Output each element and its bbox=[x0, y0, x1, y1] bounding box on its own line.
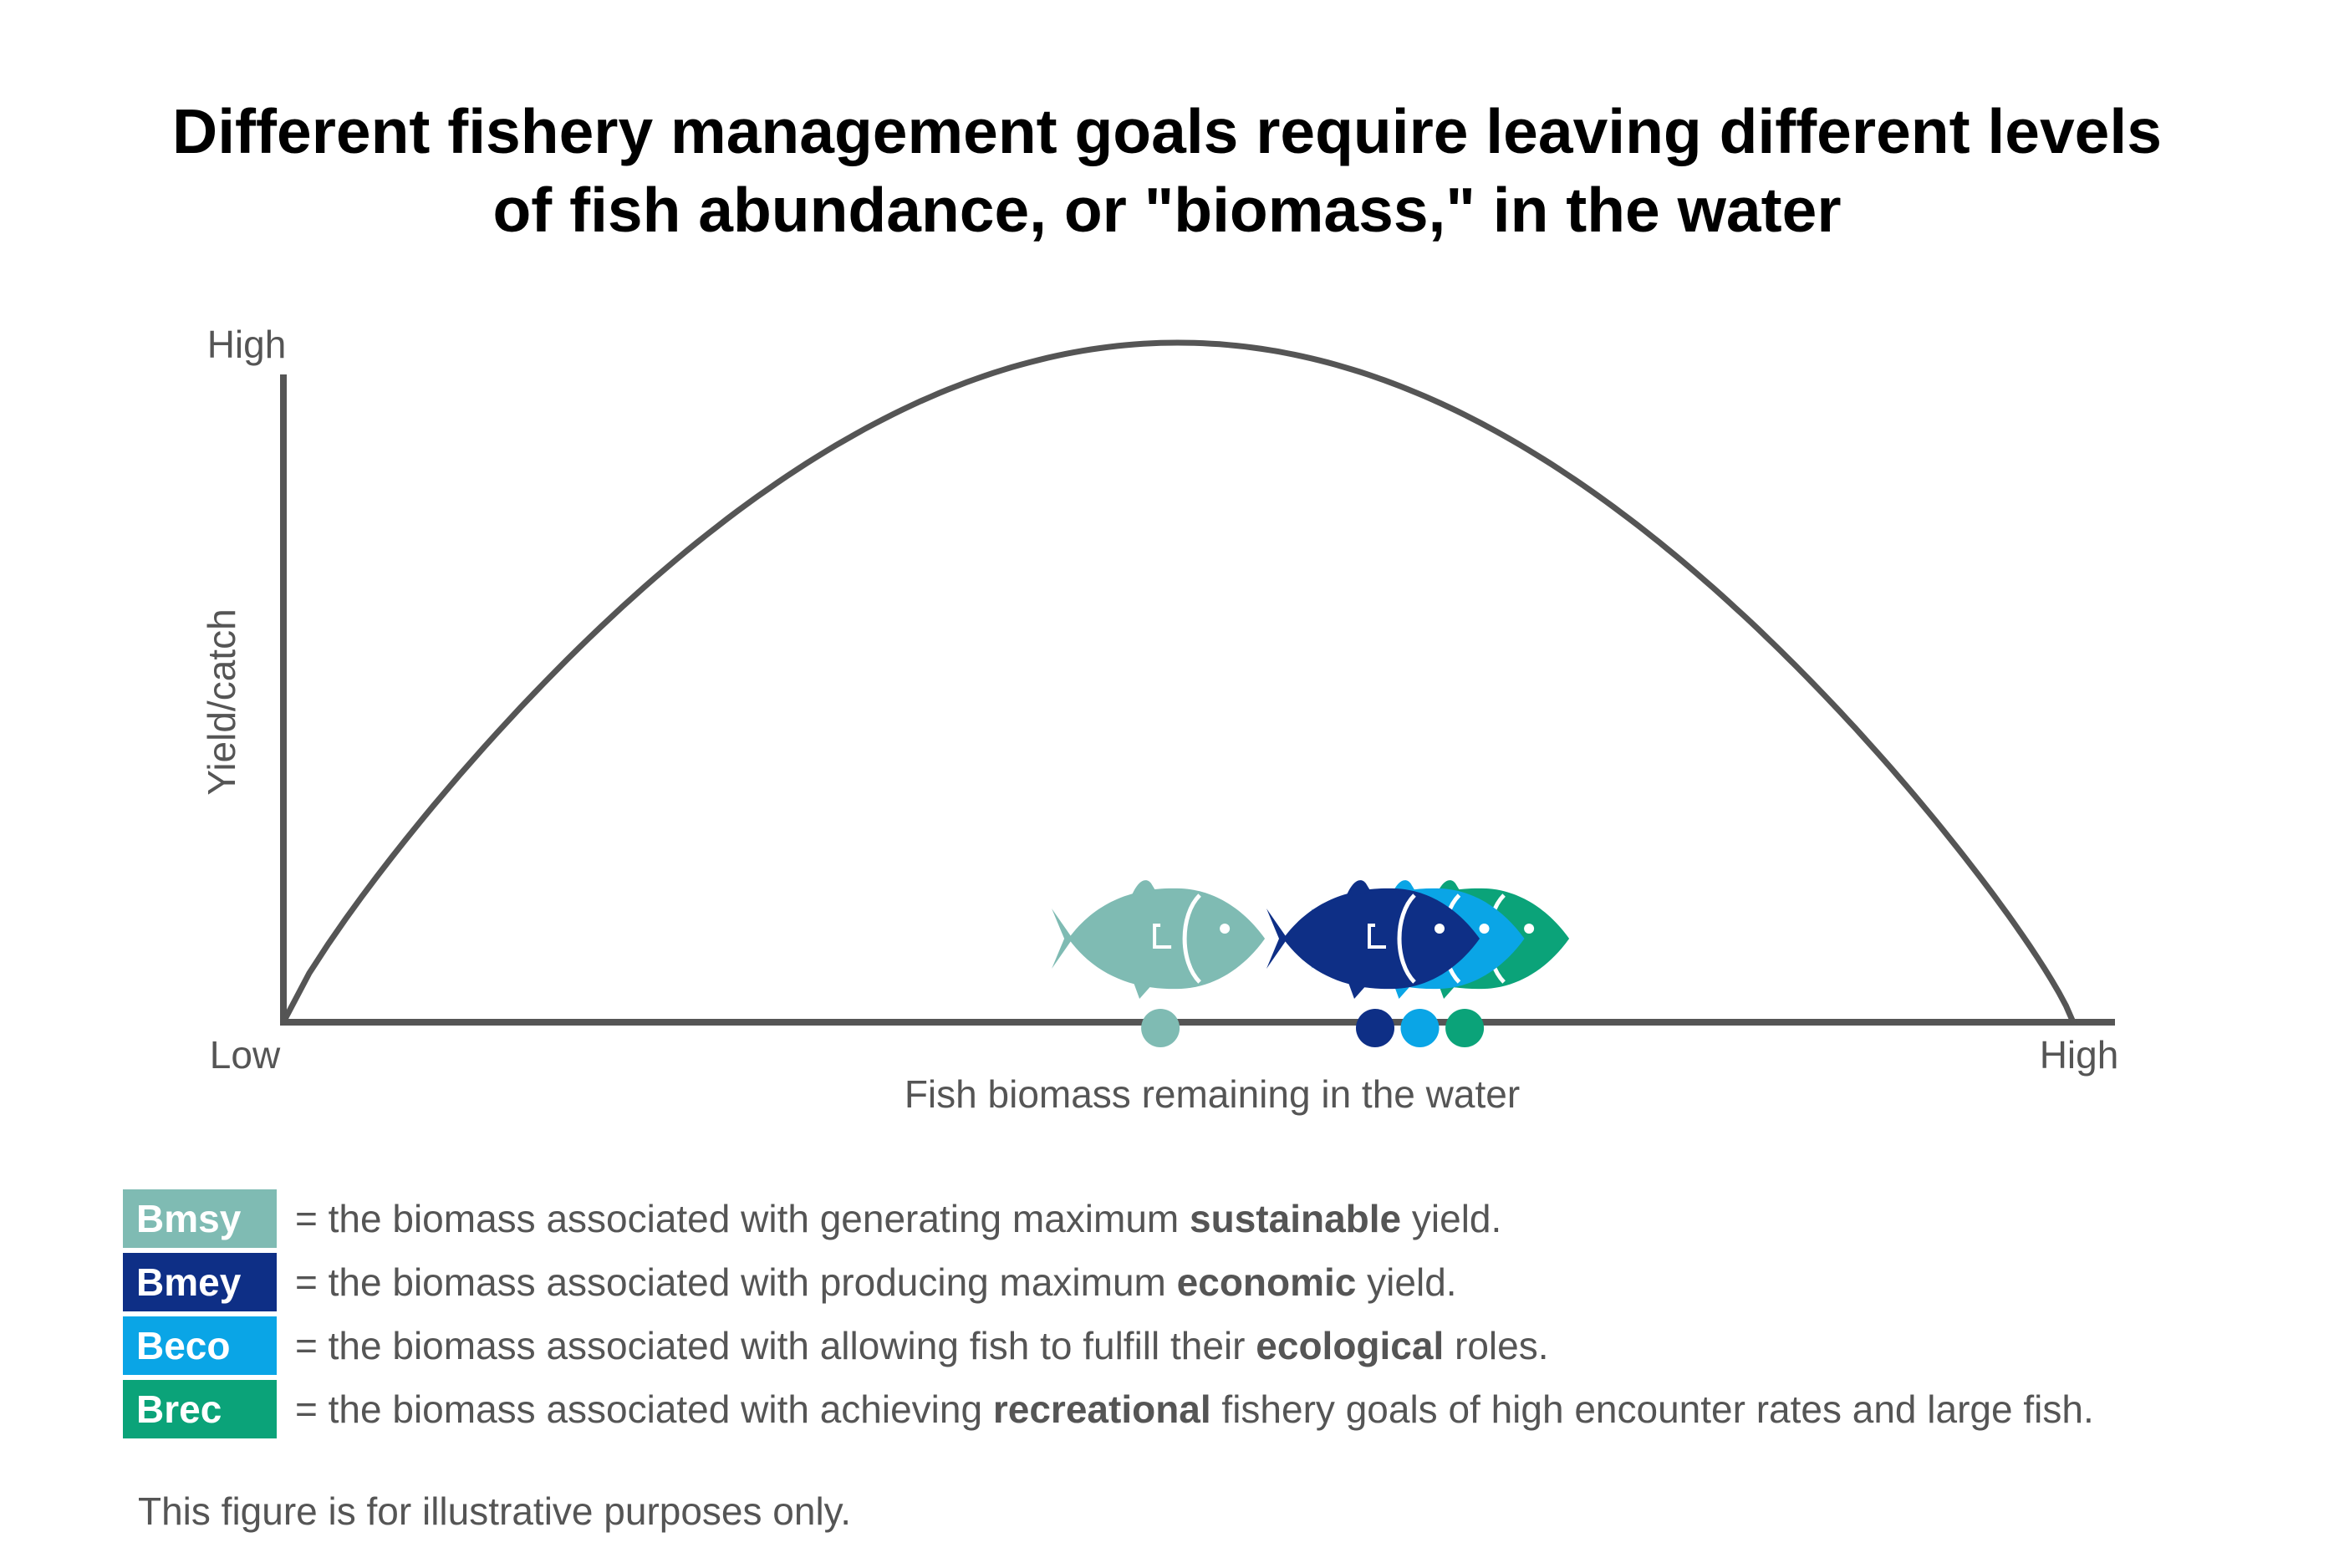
title-line-1: Different fishery management goals requi… bbox=[172, 96, 2162, 166]
biomass-markers bbox=[1141, 1009, 1485, 1047]
legend-desc-bmey: = the biomass associated with producing … bbox=[295, 1253, 1457, 1311]
fish-icons bbox=[1052, 880, 1570, 999]
yield-curve bbox=[280, 339, 2077, 1026]
legend-desc-bold: ecological bbox=[1256, 1324, 1445, 1367]
y-axis-title: Yield/catch bbox=[200, 608, 243, 795]
legend-desc-bold: economic bbox=[1176, 1260, 1357, 1304]
marker-dot-beco bbox=[1400, 1009, 1440, 1047]
legend-desc-text: roles. bbox=[1444, 1324, 1549, 1367]
marker-dot-bmey bbox=[1356, 1009, 1394, 1047]
legend-desc-bmsy: = the biomass associated with generating… bbox=[295, 1189, 1501, 1248]
legend-desc-text: yield. bbox=[1401, 1197, 1502, 1240]
legend-desc-text: fishery goals of high encounter rates an… bbox=[1210, 1387, 2094, 1431]
legend-desc-bold: recreational bbox=[992, 1387, 1211, 1431]
x-axis-high-label: High bbox=[2040, 1033, 2119, 1077]
fish-icon-bmsy bbox=[1052, 880, 1266, 999]
legend-desc-brec: = the biomass associated with achieving … bbox=[295, 1380, 2094, 1438]
legend-desc-beco: = the biomass associated with allowing f… bbox=[295, 1316, 1549, 1375]
title-line-2: of fish abundance, or "biomass," in the … bbox=[492, 175, 1842, 245]
legend-desc-bold: sustainable bbox=[1190, 1197, 1402, 1240]
y-axis-high-label: High bbox=[207, 323, 287, 366]
x-axis-title: Fish biomass remaining in the water bbox=[905, 1072, 1520, 1116]
marker-dot-brec bbox=[1445, 1009, 1485, 1047]
legend-desc-text: = the biomass associated with allowing f… bbox=[295, 1324, 1256, 1367]
fish-icon-bmey bbox=[1266, 880, 1480, 999]
footnote: This figure is for illustrative purposes… bbox=[138, 1489, 852, 1533]
legend-swatch-beco: Beco bbox=[123, 1316, 277, 1375]
page-title: Different fishery management goals requi… bbox=[0, 92, 2334, 249]
marker-dot-bmsy bbox=[1141, 1009, 1180, 1047]
legend-desc-text: yield. bbox=[1356, 1260, 1457, 1304]
legend-desc-text: = the biomass associated with achieving bbox=[295, 1387, 993, 1431]
legend-swatch-brec: Brec bbox=[123, 1380, 277, 1438]
legend-desc-text: = the biomass associated with producing … bbox=[295, 1260, 1177, 1304]
x-axis-low-label: Low bbox=[210, 1033, 281, 1077]
legend-desc-text: = the biomass associated with generating… bbox=[295, 1197, 1190, 1240]
yield-biomass-diagram: High Low High Fish biomass remaining in … bbox=[200, 323, 2119, 1116]
legend-swatch-bmsy: Bmsy bbox=[123, 1189, 277, 1248]
legend-swatch-bmey: Bmey bbox=[123, 1253, 277, 1311]
